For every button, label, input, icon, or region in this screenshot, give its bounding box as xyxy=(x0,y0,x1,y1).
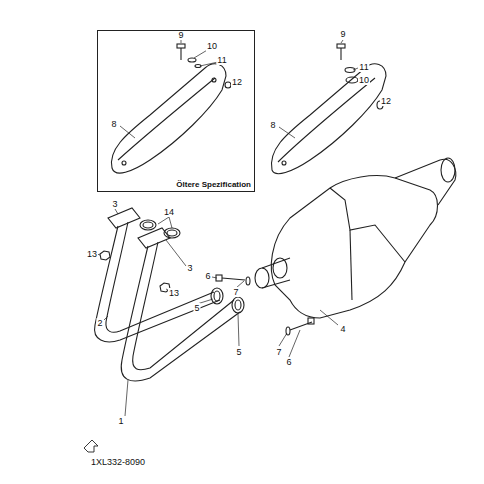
callout-number: 12 xyxy=(380,96,392,106)
callout-number: 1 xyxy=(117,416,124,426)
callout-number: 5 xyxy=(193,303,200,313)
callout-number: 9 xyxy=(339,29,346,39)
callout-number: 2 xyxy=(96,318,103,328)
callout-number: 13 xyxy=(168,288,180,298)
callout-number: 12 xyxy=(231,77,243,87)
callout-number: 7 xyxy=(232,287,239,297)
inset-caption: Öltere Spezification xyxy=(175,180,252,189)
callout-number: 11 xyxy=(358,62,369,72)
callout-number: 8 xyxy=(110,119,117,129)
callout-number: 10 xyxy=(358,75,370,85)
callout-number: 13 xyxy=(86,249,98,259)
callout-number: 6 xyxy=(285,357,292,367)
callout-number: 9 xyxy=(177,30,184,40)
callout-number: 6 xyxy=(204,271,211,281)
inset-frame: Öltere Spezification xyxy=(97,30,255,192)
callout-number: 3 xyxy=(111,199,118,209)
callout-number: 4 xyxy=(339,324,346,334)
callout-number: 5 xyxy=(235,347,242,357)
callout-number: 14 xyxy=(163,207,175,217)
callout-number: 3 xyxy=(186,263,193,273)
part-code: 1XL332-8090 xyxy=(90,457,146,467)
callout-number: 8 xyxy=(269,120,276,130)
callout-number: 7 xyxy=(275,347,282,357)
callout-number: 10 xyxy=(206,41,218,51)
callout-number: 11 xyxy=(216,55,227,65)
